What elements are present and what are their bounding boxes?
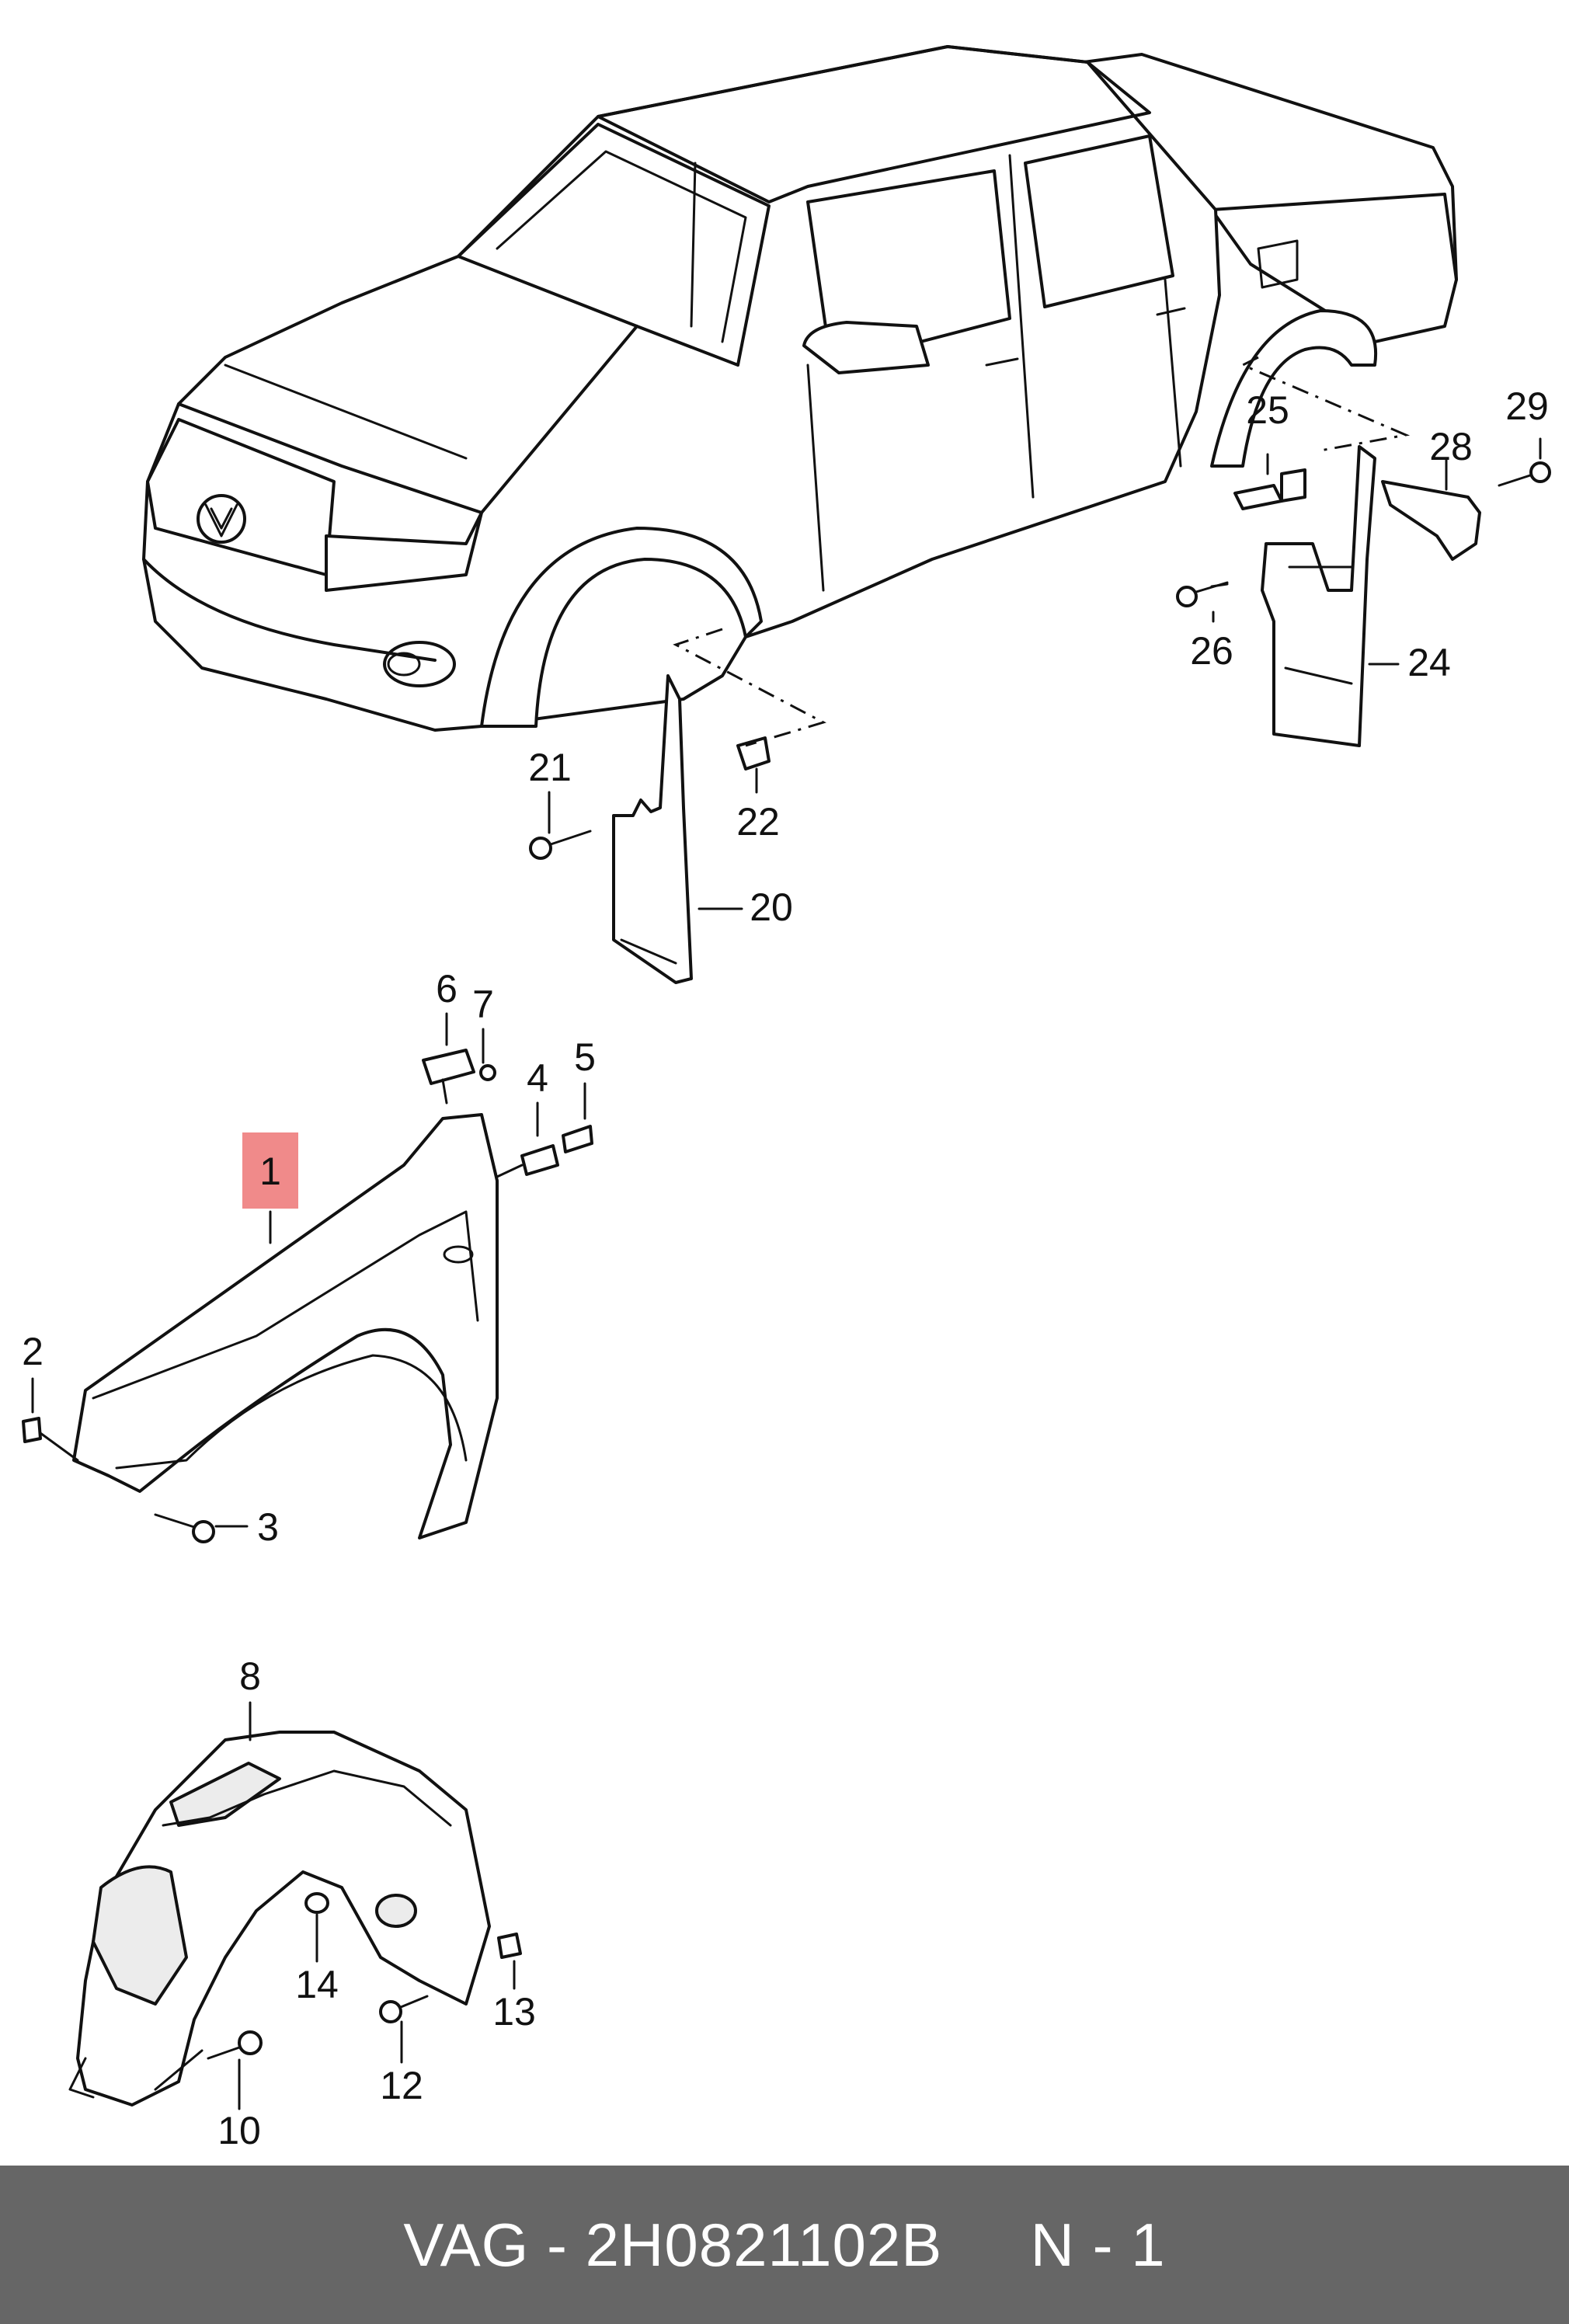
wheel-liner-drawing — [68, 1701, 522, 2110]
part-label-28: 28 — [1429, 425, 1473, 468]
part-label-6: 6 — [436, 967, 457, 1011]
front-mud-flap-drawing — [529, 674, 771, 984]
part-1-highlight — [242, 1132, 298, 1209]
part-label-10: 10 — [217, 2109, 261, 2152]
part-label-14: 14 — [295, 1963, 339, 2006]
part-label-4: 4 — [527, 1056, 548, 1100]
part-label-26: 26 — [1190, 629, 1233, 673]
part-label-5: 5 — [574, 1035, 596, 1079]
rear-mud-flap-drawing — [1176, 437, 1551, 747]
part-label-3: 3 — [257, 1505, 279, 1549]
part-label-21: 21 — [528, 746, 572, 789]
part-label-8: 8 — [239, 1654, 261, 1698]
fender-drawing — [22, 1012, 593, 1543]
part-label-13: 13 — [492, 1990, 536, 2034]
part-label-25: 25 — [1246, 388, 1289, 432]
part-label-2: 2 — [22, 1330, 43, 1373]
pickup-truck-drawing — [142, 45, 1458, 747]
part-number-footer: VAG - 2H0821102B N - 1 — [0, 2166, 1569, 2324]
part-label-12: 12 — [380, 2064, 423, 2107]
part-label-29: 29 — [1505, 384, 1549, 428]
part-label-20: 20 — [750, 885, 793, 929]
part-label-24: 24 — [1407, 641, 1451, 684]
parts-diagram: 1 2 3 4 5 6 7 8 10 12 13 14 20 21 22 24 … — [22, 45, 1551, 2152]
part-number-text: VAG - 2H0821102B N - 1 — [403, 2210, 1166, 2279]
part-label-1: 1 — [259, 1150, 281, 1193]
part-label-7: 7 — [472, 983, 494, 1026]
part-label-22: 22 — [736, 800, 780, 844]
